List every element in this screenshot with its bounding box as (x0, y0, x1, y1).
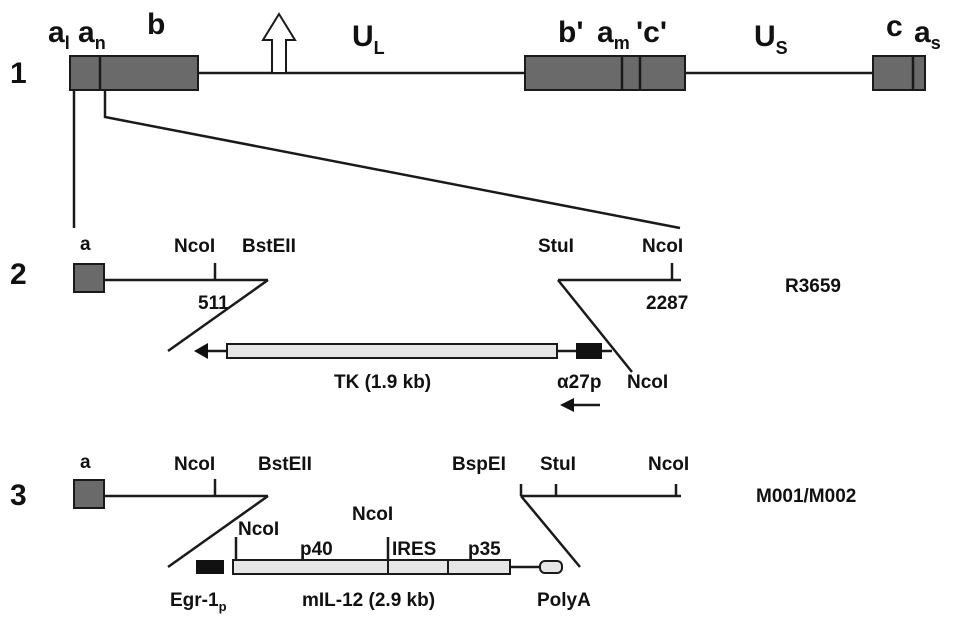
label-b-prime: b' (558, 16, 583, 49)
p35-gene-bar (447, 559, 511, 575)
row3-bsteii-label: BstEII (258, 454, 312, 475)
label-a-l: al (48, 16, 70, 53)
polya-box (539, 560, 563, 574)
row2-ncol-insert-label: NcoI (627, 372, 668, 393)
p35-label: p35 (468, 539, 501, 560)
row3-ncol-insert-top-label: NcoI (352, 504, 393, 525)
tk-direction-arrow-icon (194, 343, 208, 359)
row2-a-label: a (80, 234, 91, 255)
alpha27p-label: α27p (557, 372, 601, 393)
row2-pos-511: 511 (198, 293, 229, 314)
egr1-label: Egr-1p (170, 590, 227, 614)
ires-label: IRES (392, 539, 436, 560)
row3-a-label: a (80, 452, 91, 473)
row3-insert-line-left (167, 494, 269, 569)
row3-ncol-right-label: NcoI (648, 454, 689, 475)
polya-label: PolyA (537, 590, 591, 611)
terminal-repeat-box-right (872, 55, 926, 91)
egr1-promoter-box (196, 560, 224, 574)
label-a-n: an (78, 16, 106, 53)
p40-gene-bar (232, 559, 389, 575)
label-c: c (886, 10, 903, 43)
row-2-number: 2 (10, 258, 27, 291)
row2-insert-line-right (557, 279, 633, 373)
label-a-m: am (597, 16, 630, 53)
row2-construct-name: R3659 (785, 276, 841, 297)
alpha27-promoter-box (576, 343, 602, 359)
row3-insert-line-right (520, 495, 581, 568)
label-UL: UL (352, 20, 385, 58)
promoter-direction-arrow-icon (560, 398, 574, 412)
row2-insert-line-left (167, 278, 269, 353)
label-c-prime: 'c' (636, 16, 667, 49)
row-3-number: 3 (10, 479, 27, 512)
ires-bar (387, 559, 449, 575)
p40-label: p40 (300, 539, 333, 560)
label-US: US (754, 20, 788, 58)
expansion-line-right (103, 90, 681, 230)
up-arrow-icon (261, 12, 297, 74)
row3-stul-label: StuI (540, 454, 576, 475)
row2-stul-label: StuI (538, 236, 574, 257)
mil12-label: mIL-12 (2.9 kb) (302, 590, 435, 611)
row-1-number: 1 (10, 57, 27, 90)
terminal-repeat-box-left (69, 55, 199, 91)
row2-bsteii-label: BstEII (242, 236, 296, 257)
tk-label: TK (1.9 kb) (334, 372, 431, 393)
row2-pos-2287: 2287 (646, 293, 688, 314)
row3-ncol-left-label: NcoI (174, 454, 215, 475)
row2-ncol-left-label: NcoI (174, 236, 215, 257)
row2-ncol-right-label: NcoI (642, 236, 683, 257)
label-a-s: as (914, 16, 941, 53)
row3-a-box (73, 479, 105, 509)
row3-construct-name: M001/M002 (756, 486, 856, 507)
row3-bspei-label: BspEI (452, 454, 506, 475)
row3-ncol-insert-left-label: NcoI (238, 519, 279, 540)
label-b: b (147, 8, 165, 41)
tk-gene-bar (226, 343, 558, 359)
row2-a-box (73, 263, 105, 293)
internal-repeat-box (524, 55, 686, 91)
